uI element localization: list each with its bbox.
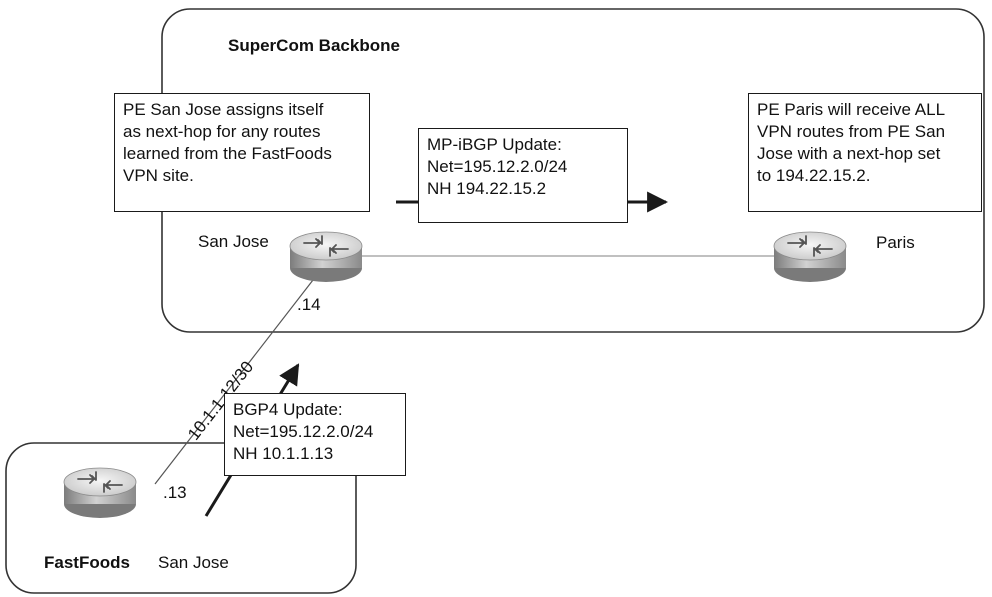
ce-location: San Jose [158, 553, 229, 572]
router-icon [63, 467, 137, 518]
note-line: VPN routes from PE San [757, 122, 946, 141]
update-line: MP-iBGP Update: [427, 135, 562, 154]
note-line: as next-hop for any routes [123, 122, 321, 141]
update-line: NH 194.22.15.2 [427, 179, 547, 198]
ce-site-name: FastFoods [44, 553, 130, 572]
note-line: learned from the FastFoods [123, 144, 332, 163]
router-icon [773, 231, 847, 282]
bgp4-update-box: BGP4 Update: Net=195.12.2.0/24 NH 10.1.1… [224, 393, 406, 476]
update-line: Net=195.12.2.0/24 [233, 422, 374, 441]
note-line: PE Paris will receive ALL [757, 100, 946, 119]
update-line: NH 10.1.1.13 [233, 444, 334, 463]
update-line: BGP4 Update: [233, 400, 343, 419]
note-line: VPN site. [123, 166, 194, 185]
note-line: Jose with a next-hop set [757, 144, 941, 163]
pe-san-jose-label: San Jose [198, 232, 269, 251]
update-line: Net=195.12.2.0/24 [427, 157, 568, 176]
pe-san-jose-note: PE San Jose assigns itself as next-hop f… [114, 93, 370, 212]
router-icon [289, 231, 363, 282]
pe-ce-link [154, 279, 314, 485]
pe-paris-note: PE Paris will receive ALL VPN routes fro… [748, 93, 982, 212]
pe-paris-label: Paris [876, 233, 915, 252]
mp-ibgp-update-box: MP-iBGP Update: Net=195.12.2.0/24 NH 194… [418, 128, 628, 223]
note-line: to 194.22.15.2. [757, 166, 871, 185]
customer-site-area [5, 442, 357, 594]
backbone-title: SuperCom Backbone [228, 36, 400, 55]
note-line: PE San Jose assigns itself [123, 100, 324, 119]
pe-interface-ip: .14 [297, 295, 321, 314]
ce-interface-ip: .13 [163, 483, 187, 502]
